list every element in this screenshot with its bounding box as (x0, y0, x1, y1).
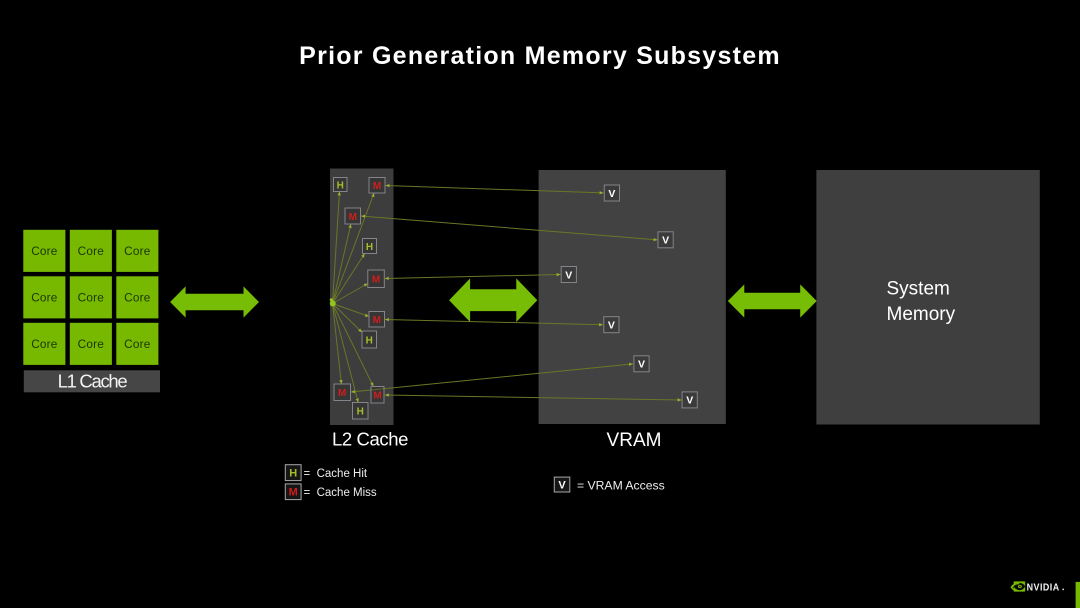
svg-text:NVIDIA: NVIDIA (1027, 582, 1060, 594)
svg-text:H: H (366, 335, 373, 346)
svg-text:Core: Core (124, 337, 151, 351)
svg-text:H: H (366, 242, 373, 253)
svg-text:V: V (662, 235, 669, 247)
svg-text:Core: Core (78, 337, 105, 351)
svg-text:= Cache Hit: = Cache Hit (304, 468, 368, 480)
svg-text:V: V (608, 320, 615, 332)
svg-text:System: System (887, 279, 950, 300)
svg-text:H: H (357, 407, 364, 418)
svg-text:VRAM: VRAM (607, 430, 662, 451)
svg-text:Core: Core (124, 244, 151, 258)
svg-text:M: M (338, 388, 346, 399)
svg-text:L1 Cache: L1 Cache (58, 371, 128, 392)
svg-text:Core: Core (78, 244, 105, 258)
svg-text:H: H (289, 467, 297, 479)
svg-text:H: H (337, 180, 344, 191)
svg-text:M: M (372, 275, 380, 286)
svg-text:Core: Core (31, 337, 58, 351)
svg-text:L2 Cache: L2 Cache (332, 429, 408, 450)
svg-text:= VRAM Access: = VRAM Access (577, 479, 665, 493)
svg-text:V: V (638, 359, 645, 371)
svg-text:M: M (349, 212, 357, 223)
svg-text:M: M (289, 487, 298, 499)
svg-text:Core: Core (78, 291, 105, 305)
svg-text:V: V (565, 269, 572, 281)
svg-text:Memory: Memory (887, 304, 956, 325)
svg-text:V: V (558, 479, 566, 491)
svg-text:Core: Core (124, 291, 151, 305)
svg-text:Core: Core (31, 291, 58, 305)
svg-text:Core: Core (31, 244, 58, 258)
svg-text:M: M (373, 315, 381, 326)
svg-text:= Cache Miss: = Cache Miss (304, 487, 377, 499)
svg-text:M: M (373, 391, 381, 402)
svg-text:V: V (608, 188, 615, 200)
svg-text:M: M (373, 181, 381, 192)
svg-text:V: V (686, 395, 693, 407)
